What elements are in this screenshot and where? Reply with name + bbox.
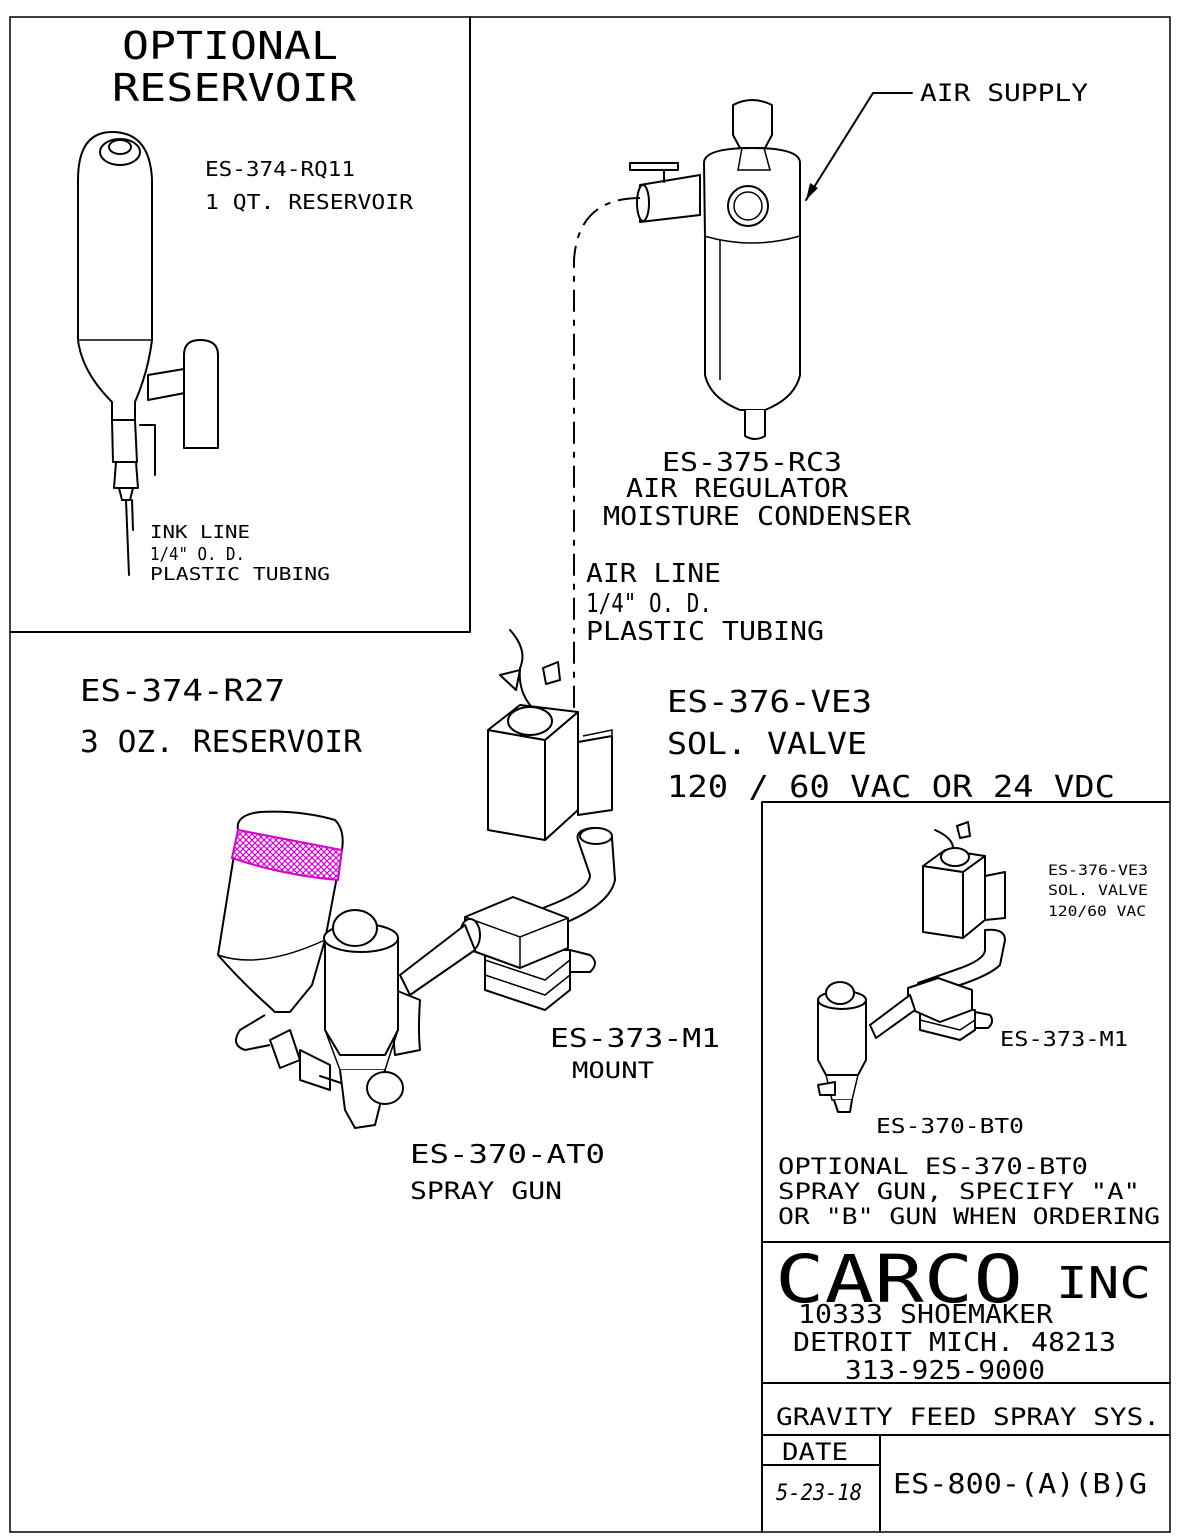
air-regulator-illustration: [629, 99, 801, 440]
inset-mount-part: ES-373-M1: [1000, 1027, 1128, 1051]
inset-note-line1: OPTIONAL ES-370-BT0: [778, 1155, 1088, 1180]
company-address-1: 10333 SHOEMAKER: [798, 1300, 1053, 1330]
ink-line-label-1: INK LINE: [150, 522, 250, 543]
ink-line-label-3: PLASTIC TUBING: [150, 564, 330, 585]
inset-gun-part: ES-370-BT0: [876, 1114, 1024, 1138]
ink-line-label-2: 1/4" O. D.: [150, 544, 245, 565]
regulator-line2: MOISTURE CONDENSER: [603, 502, 911, 532]
sol-valve-part-number: ES-376-VE3: [667, 685, 872, 720]
air-line-label-1: AIR LINE: [586, 559, 721, 589]
mount-part-number: ES-373-M1: [550, 1024, 720, 1054]
r27-part-number: ES-374-R27: [80, 674, 285, 709]
company-suffix: INC: [1056, 1258, 1151, 1309]
mount-label: MOUNT: [572, 1059, 654, 1084]
regulator-part-number: ES-375-RC3: [662, 448, 842, 478]
date-label: DATE: [782, 1438, 848, 1466]
rq11-part-number: ES-374-RQ11: [205, 157, 355, 181]
r27-description: 3 OZ. RESERVOIR: [80, 725, 363, 760]
company-phone: 313-925-9000: [845, 1356, 1045, 1386]
regulator-line1: AIR REGULATOR: [626, 474, 848, 504]
drawing-number: ES-800-(A)(B)G: [893, 1467, 1147, 1500]
optional-reservoir-title-line2: RESERVOIR: [112, 66, 356, 110]
inset-valve-line2: 120/60 VAC: [1048, 904, 1146, 920]
optional-reservoir-title-line1: OPTIONAL: [122, 24, 338, 68]
date-value: 5-23-18: [776, 1481, 862, 1506]
one-quart-reservoir-illustration: [77, 131, 219, 576]
inset-panel: ES-376-VE3 SOL. VALVE 120/60 VAC ES-373-…: [761, 801, 1171, 1243]
drawing-title: GRAVITY FEED SPRAY SYS.: [776, 1403, 1160, 1431]
sol-valve-line2: 120 / 60 VAC OR 24 VDC: [667, 770, 1115, 805]
inset-note-line2: SPRAY GUN, SPECIFY "A": [778, 1180, 1140, 1205]
spray-gun-label: SPRAY GUN: [410, 1177, 562, 1205]
main-spray-assembly: [217, 629, 616, 1129]
company-name: CARCO: [775, 1241, 1023, 1318]
drawing-border: [9, 16, 1171, 1533]
air-line-label-2: 1/4" O. D.: [586, 589, 712, 619]
inset-assembly-illustration: [817, 821, 1006, 1113]
air-line-tubing: [573, 197, 641, 720]
air-supply-label: AIR SUPPLY: [920, 79, 1089, 107]
inset-valve-line1: SOL. VALVE: [1048, 883, 1148, 899]
optional-reservoir-panel: OPTIONAL RESERVOIR ES-374-RQ11 1 QT. RES…: [9, 16, 471, 633]
rq11-description: 1 QT. RESERVOIR: [205, 190, 414, 214]
air-supply-leader: [805, 92, 913, 201]
inset-note-line3: OR "B" GUN WHEN ORDERING: [778, 1205, 1160, 1230]
air-line-label-3: PLASTIC TUBING: [586, 617, 824, 647]
title-block: CARCO INC 10333 SHOEMAKER DETROIT MICH. …: [761, 1241, 1171, 1533]
company-address-2: DETROIT MICH. 48213: [793, 1328, 1116, 1358]
inset-valve-part: ES-376-VE3: [1048, 863, 1148, 879]
spray-gun-part-number: ES-370-AT0: [410, 1140, 605, 1170]
sol-valve-line1: SOL. VALVE: [667, 727, 867, 762]
